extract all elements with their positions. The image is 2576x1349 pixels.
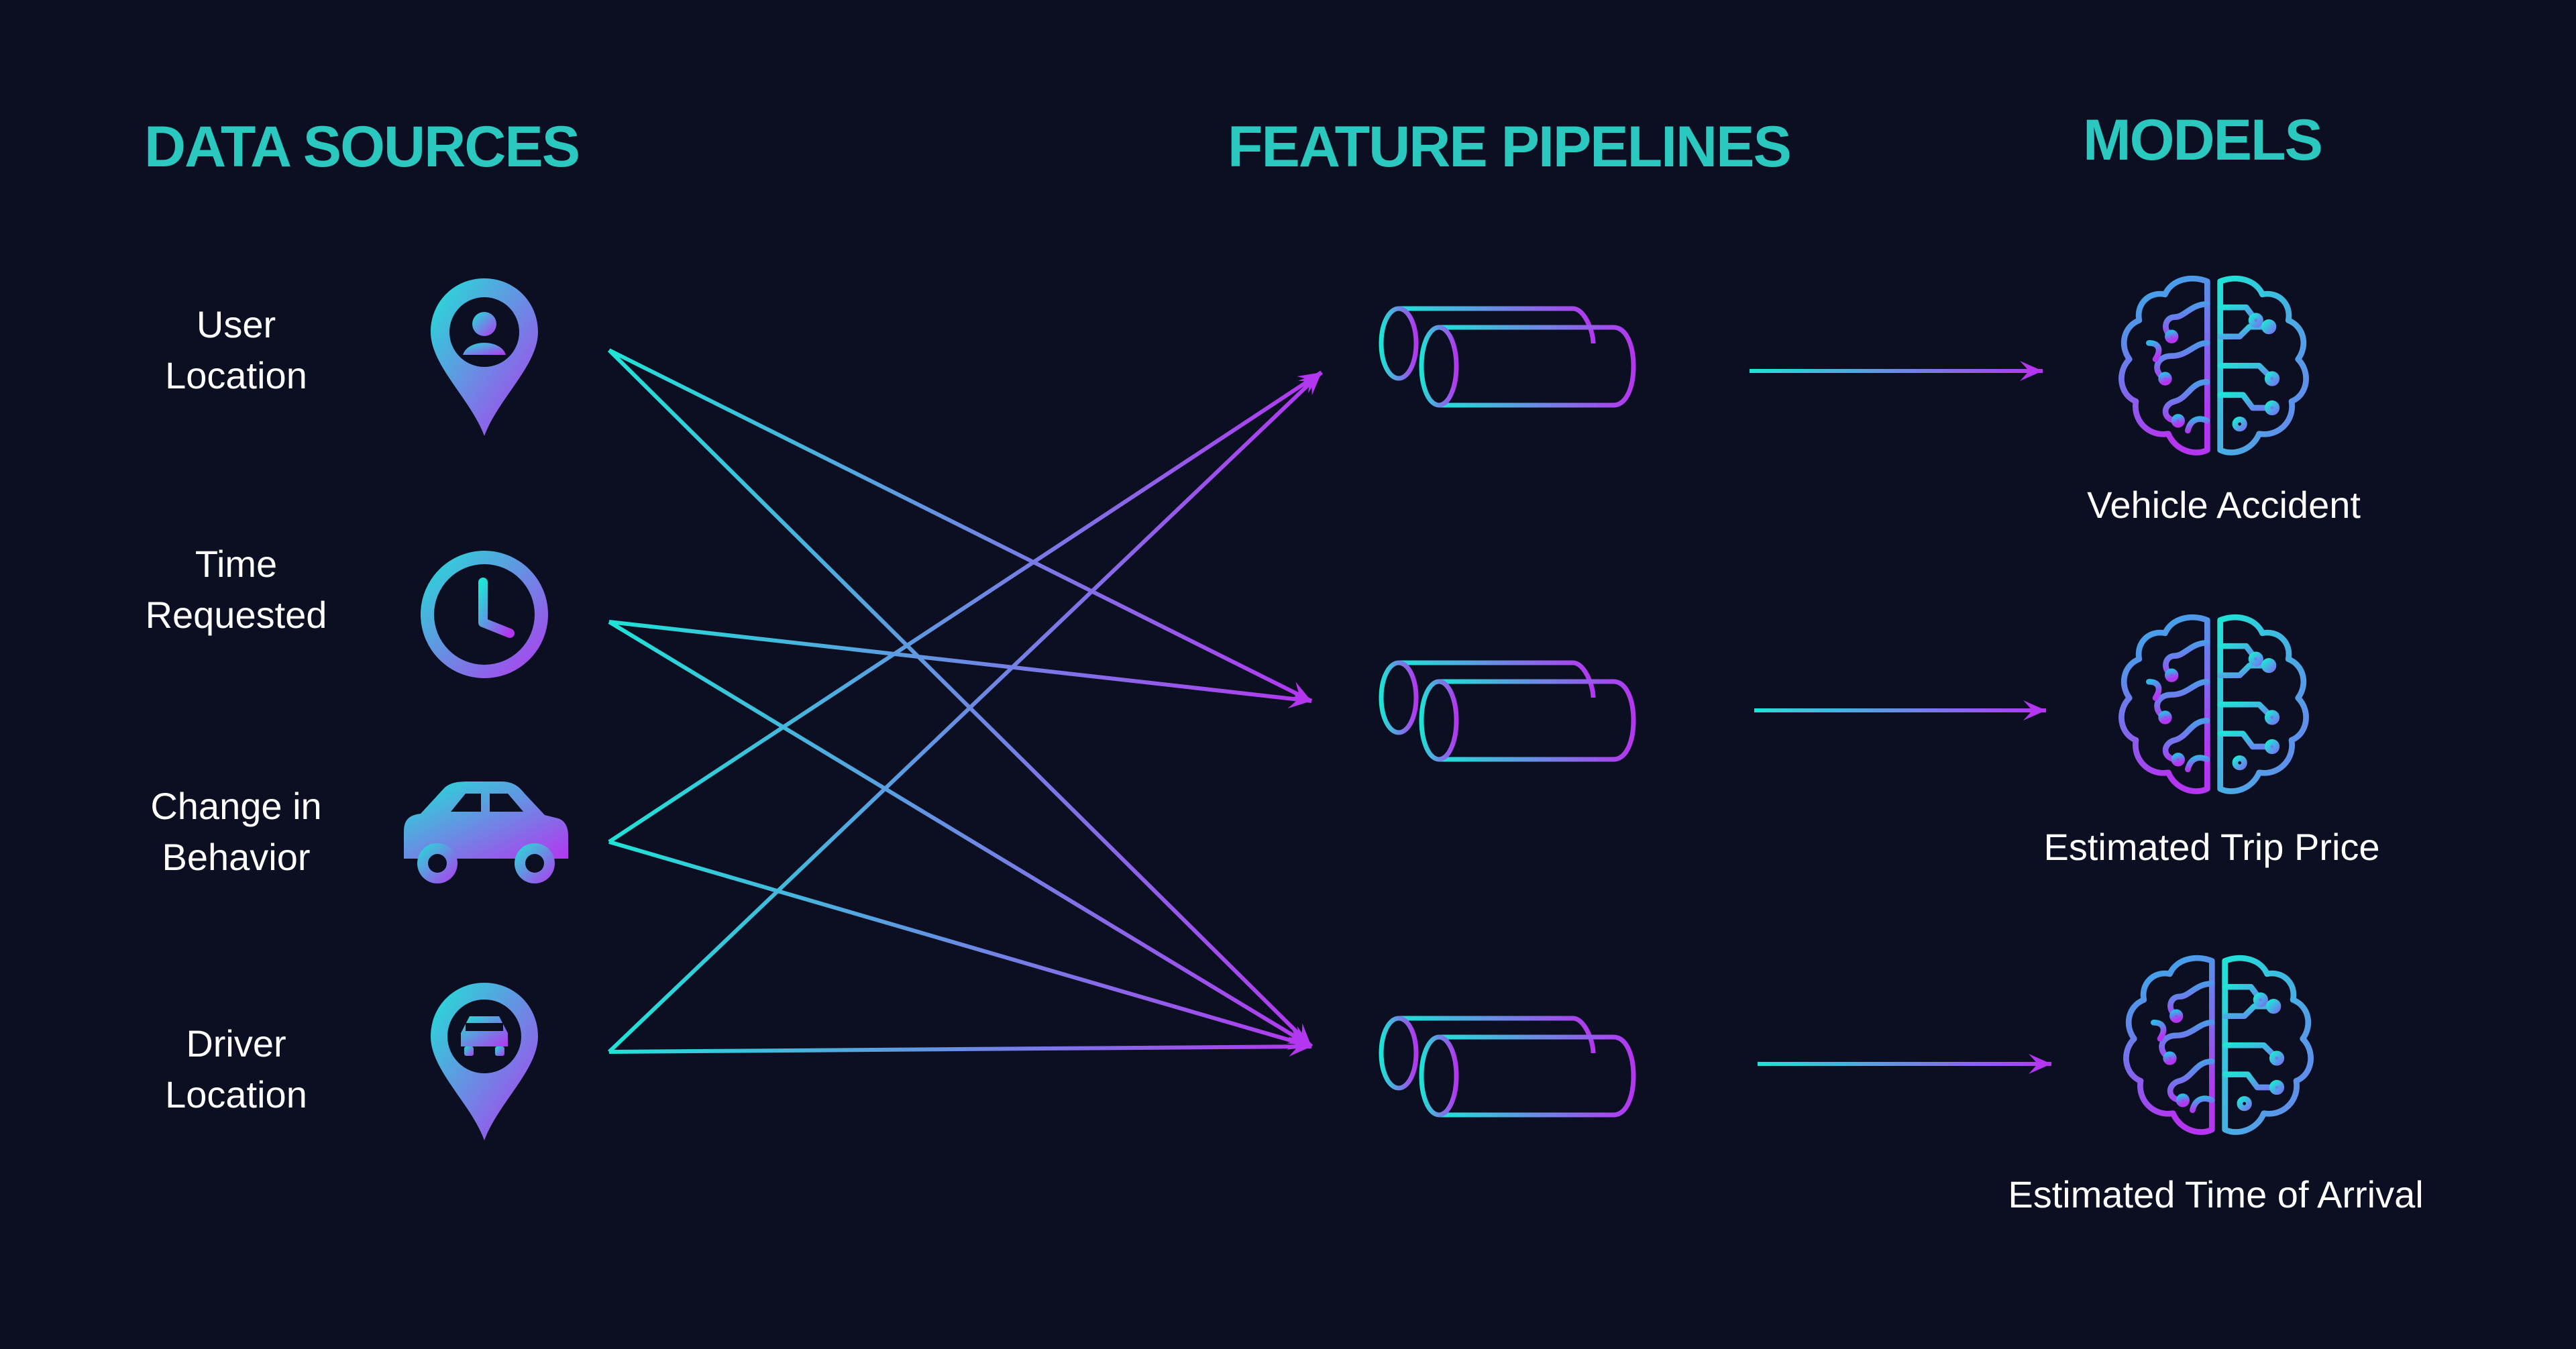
heading-data-sources: DATA SOURCES [144, 115, 580, 179]
connection-line [608, 620, 1313, 1048]
model-label-estimated-trip-price: Estimated Trip Price [2043, 826, 2380, 868]
heading-models: MODELS [2083, 108, 2323, 172]
model-label-vehicle-accident: Vehicle Accident [2087, 484, 2361, 526]
cylinder-pipeline-icon [1381, 309, 1633, 405]
brain-icon [2126, 958, 2310, 1132]
map-pin-person-icon [431, 278, 538, 436]
car-icon [404, 781, 568, 883]
cylinder-pipeline-icon [1381, 1018, 1633, 1115]
arrowhead [1287, 688, 1311, 709]
arrowhead [1288, 1036, 1311, 1057]
arrowhead [2029, 1054, 2051, 1074]
model-label-estimated-time-of-arrival: Estimated Time of Arrival [2008, 1173, 2424, 1216]
arrowhead [1286, 682, 1311, 701]
connection-line [608, 370, 1323, 844]
arrowhead [2020, 361, 2043, 381]
brain-icon [2121, 617, 2306, 791]
map-pin-car-icon [431, 983, 538, 1140]
connection-line [608, 1044, 1312, 1054]
heading-feature-pipelines: FEATURE PIPELINES [1228, 115, 1792, 179]
connection-lines [607, 348, 2051, 1074]
clock-icon [421, 551, 548, 678]
connection-line [607, 348, 1313, 1048]
arrowhead [2023, 700, 2046, 720]
connection-line [608, 348, 1313, 703]
connection-line [607, 370, 1324, 1054]
connection-line [608, 620, 1312, 703]
connection-line [608, 840, 1312, 1048]
brain-icon [2121, 278, 2306, 452]
cylinder-pipeline-icon [1381, 663, 1633, 759]
arrowhead [1298, 372, 1322, 396]
